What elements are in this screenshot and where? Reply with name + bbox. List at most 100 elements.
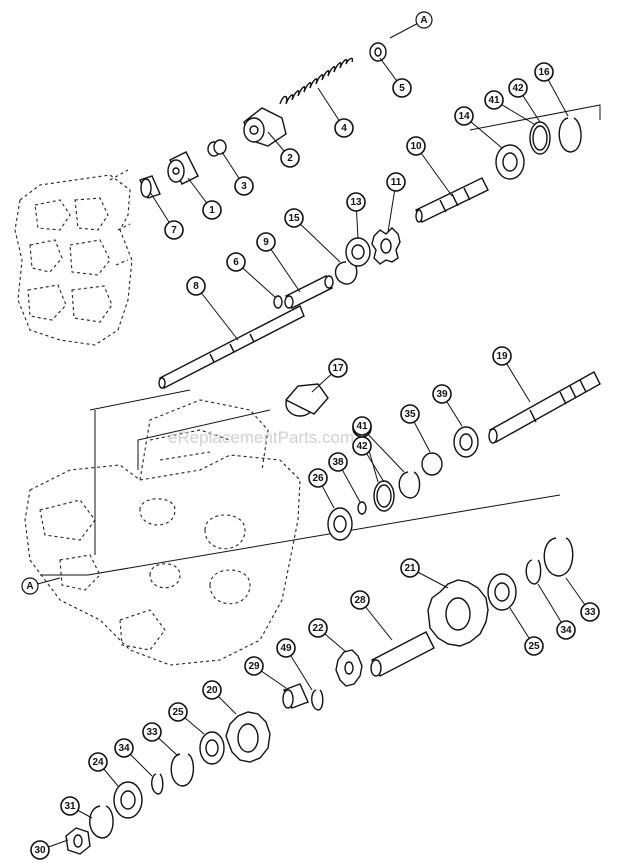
callout-39: 39 bbox=[432, 384, 463, 427]
callout-circle bbox=[244, 656, 264, 676]
callout-number: 35 bbox=[404, 409, 416, 420]
callout-20: 20 bbox=[202, 680, 237, 715]
callout-number: 16 bbox=[538, 67, 550, 78]
callout-circle bbox=[352, 436, 372, 456]
callout-13: 13 bbox=[346, 192, 366, 239]
callout-number: 15 bbox=[288, 213, 300, 224]
callout-circle bbox=[164, 220, 184, 240]
shaft-19-group bbox=[284, 371, 601, 541]
callout-number: 33 bbox=[584, 607, 596, 618]
callout-circle bbox=[30, 840, 50, 860]
callout-circle bbox=[328, 452, 348, 472]
callout-11: 11 bbox=[386, 172, 406, 233]
callout-number: 2 bbox=[287, 153, 293, 164]
callout-number: 30 bbox=[34, 845, 46, 856]
callout-22: 22 bbox=[308, 618, 347, 653]
callout-circle bbox=[226, 252, 246, 272]
callout-number: 1 bbox=[209, 205, 215, 216]
callout-leader bbox=[195, 285, 239, 341]
callout-number: 34 bbox=[560, 625, 572, 636]
callout-circle bbox=[556, 620, 576, 640]
reference-mark-a: A bbox=[389, 11, 433, 39]
callout-circle bbox=[328, 358, 348, 378]
shaft-8-group bbox=[158, 117, 582, 389]
callout-33: 33 bbox=[142, 722, 179, 757]
callout-number: 20 bbox=[206, 685, 218, 696]
callout-circle bbox=[114, 738, 134, 758]
callout-number: 14 bbox=[458, 111, 470, 122]
callout-5: 5 bbox=[379, 57, 412, 98]
transmission-case bbox=[24, 399, 301, 666]
callout-10: 10 bbox=[406, 136, 453, 197]
callout-17: 17 bbox=[311, 358, 348, 393]
callout-15: 15 bbox=[284, 208, 341, 263]
callout-circle bbox=[60, 796, 80, 816]
callout-circle bbox=[524, 636, 544, 656]
callout-number: 38 bbox=[332, 457, 344, 468]
callout-2: 2 bbox=[267, 131, 300, 168]
callout-circle bbox=[484, 90, 504, 110]
callout-3: 3 bbox=[221, 151, 254, 196]
callout-number: 34 bbox=[118, 743, 130, 754]
callout-28: 28 bbox=[350, 590, 393, 641]
callout-24: 24 bbox=[88, 752, 119, 787]
callout-leader bbox=[265, 241, 301, 293]
callout-number: 21 bbox=[404, 563, 416, 574]
callout-1: 1 bbox=[187, 177, 222, 220]
callout-number: 26 bbox=[312, 473, 324, 484]
callout-35: 35 bbox=[400, 404, 431, 453]
reference-letter: A bbox=[420, 15, 427, 26]
callout-7: 7 bbox=[149, 191, 184, 240]
callout-circle bbox=[142, 722, 162, 742]
callout-16: 16 bbox=[534, 62, 569, 117]
callout-42: 42 bbox=[352, 436, 385, 483]
callout-number: 41 bbox=[356, 421, 368, 432]
callout-42: 42 bbox=[508, 78, 541, 123]
callout-8: 8 bbox=[186, 276, 239, 341]
callout-circle bbox=[534, 62, 554, 82]
callout-number: 4 bbox=[341, 123, 347, 134]
callout-38: 38 bbox=[328, 452, 361, 503]
callout-number: 7 bbox=[171, 225, 177, 236]
callout-number: 5 bbox=[399, 83, 405, 94]
callout-26: 26 bbox=[308, 468, 335, 509]
callout-leader bbox=[361, 427, 405, 473]
callout-19: 19 bbox=[492, 346, 531, 403]
callout-49: 49 bbox=[276, 638, 313, 691]
reference-mark-a: A bbox=[21, 577, 61, 595]
callout-number: 11 bbox=[391, 177, 402, 188]
callout-circle bbox=[392, 78, 412, 98]
callout-29: 29 bbox=[244, 656, 287, 689]
callout-number: 10 bbox=[410, 141, 422, 152]
callout-number: 13 bbox=[350, 197, 362, 208]
callout-circle bbox=[334, 118, 354, 138]
callout-9: 9 bbox=[256, 232, 301, 293]
callout-circle bbox=[186, 276, 206, 296]
watermark: eReplacementParts.com bbox=[168, 428, 354, 447]
reference-circle bbox=[21, 577, 39, 595]
callout-number: 22 bbox=[312, 623, 324, 634]
alignment-lines bbox=[40, 104, 601, 576]
callout-circle bbox=[308, 618, 328, 638]
callout-25: 25 bbox=[509, 607, 544, 656]
callout-circle bbox=[234, 176, 254, 196]
callout-circle bbox=[386, 172, 406, 192]
reference-mark-layer: AA bbox=[21, 11, 433, 595]
callout-number: 33 bbox=[146, 727, 158, 738]
callout-circle bbox=[580, 602, 600, 622]
callout-21: 21 bbox=[400, 558, 449, 589]
callout-number: 29 bbox=[248, 661, 260, 672]
callout-number: 49 bbox=[280, 643, 292, 654]
callout-41: 41 bbox=[352, 416, 379, 483]
callout-number: 17 bbox=[332, 363, 344, 374]
valve-parts bbox=[139, 42, 387, 199]
callout-circle bbox=[284, 208, 304, 228]
callout-circle bbox=[308, 468, 328, 488]
callout-31: 31 bbox=[60, 796, 93, 819]
callout-circle bbox=[400, 404, 420, 424]
reference-letter: A bbox=[26, 581, 33, 592]
callout-number: 6 bbox=[233, 257, 239, 268]
callout-number: 19 bbox=[496, 351, 508, 362]
lower-gear-train bbox=[65, 537, 574, 855]
